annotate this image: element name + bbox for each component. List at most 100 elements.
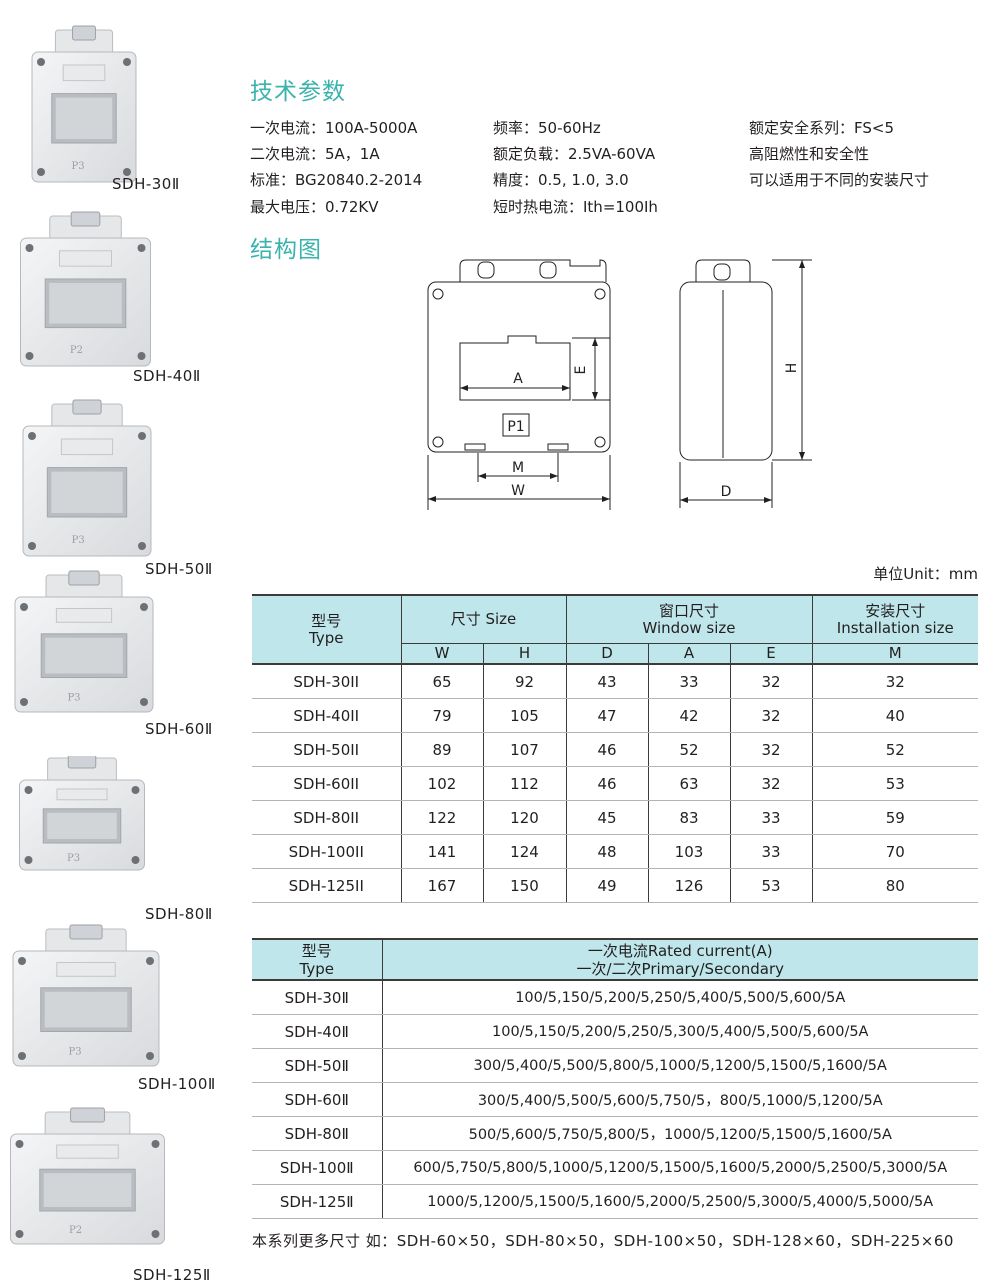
table-cell: 1000/5,1200/5,1500/5,1600/5,2000/5,2500/… [382, 1184, 978, 1219]
table-cell: 83 [648, 800, 731, 835]
table-cell: SDH-30II [252, 664, 402, 699]
table-cell: 32 [730, 698, 813, 733]
product-image: P3 [22, 398, 152, 560]
th-A: A [648, 643, 731, 664]
table-cell: 40 [812, 698, 978, 733]
arrowheads [428, 260, 805, 503]
product-label: SDH-50Ⅱ [145, 560, 213, 578]
table-cell: 65 [401, 664, 484, 699]
table-cell: 167 [401, 868, 484, 903]
table-cell: 43 [566, 664, 649, 699]
table-cell: 105 [483, 698, 567, 733]
th-D: D [566, 643, 649, 664]
table-cell: 150 [483, 868, 567, 903]
spec-standard: 标准：BG20840.2-2014 [250, 171, 423, 189]
table-cell: 42 [648, 698, 731, 733]
spec-max-voltage: 最大电压：0.72KV [250, 198, 379, 216]
product-mark: P3 [72, 535, 85, 546]
table-cell: 46 [566, 732, 649, 767]
table-cell: 32 [730, 732, 813, 767]
product-mark: P2 [69, 1225, 82, 1236]
label-E: E [573, 366, 589, 375]
th-W: W [401, 643, 484, 664]
product-mark: P3 [67, 693, 80, 704]
spec-accuracy: 精度：0.5, 1.0, 3.0 [493, 171, 629, 189]
spec-secondary-current: 二次电流：5A，1A [250, 145, 380, 163]
spec-rated-load: 额定负载：2.5VA-60VA [493, 145, 656, 163]
product-image: P2 [18, 205, 153, 370]
product-label: SDH-30Ⅱ [112, 175, 180, 193]
product-mark: P3 [67, 853, 80, 864]
label-P1: P1 [507, 419, 524, 435]
table-cell: SDH-40II [252, 698, 402, 733]
table-cell: SDH-40Ⅱ [252, 1014, 383, 1049]
spec-thermal-current: 短时热电流：Ith=100Ih [493, 198, 658, 216]
product-image: P3 [12, 922, 160, 1070]
front-view [427, 259, 611, 510]
table-cell: SDH-100II [252, 834, 402, 869]
table-cell: 52 [648, 732, 731, 767]
table-cell: 48 [566, 834, 649, 869]
table-cell: 80 [812, 868, 978, 903]
table-cell: SDH-60Ⅱ [252, 1082, 383, 1117]
table-cell: 126 [648, 868, 731, 903]
product-image: P3 [14, 568, 154, 716]
table-cell: SDH-125II [252, 868, 402, 903]
table-cell: 92 [483, 664, 567, 699]
label-D: D [721, 484, 732, 500]
table-cell: SDH-50Ⅱ [252, 1048, 383, 1083]
spec-mount-sizes: 可以适用于不同的安装尺寸 [749, 171, 930, 189]
table-cell: 79 [401, 698, 484, 733]
spec-safety-factor: 额定安全系列：FS<5 [749, 119, 894, 137]
table-cell: SDH-100Ⅱ [252, 1150, 383, 1185]
label-H: H [784, 363, 800, 374]
table-cell: SDH-80II [252, 800, 402, 835]
table-cell: SDH-80Ⅱ [252, 1116, 383, 1151]
table-cell: 33 [648, 664, 731, 699]
table-cell: 100/5,150/5,200/5,250/5,400/5,500/5,600/… [382, 980, 978, 1015]
product-label: SDH-80Ⅱ [145, 905, 213, 923]
product-label: SDH-125Ⅱ [133, 1266, 211, 1284]
table-cell: 103 [648, 834, 731, 869]
more-sizes-note: 本系列更多尺寸 如：SDH-60×50，SDH-80×50，SDH-100×50… [252, 1232, 954, 1250]
th-M: M [812, 643, 978, 664]
spec-frequency: 频率：50-60Hz [493, 119, 601, 137]
table-cell: 59 [812, 800, 978, 835]
label-A: A [513, 371, 523, 387]
th-E: E [730, 643, 813, 664]
structure-diagram: A E P1 M W D H [427, 259, 812, 510]
table-cell: 89 [401, 732, 484, 767]
table-cell: 32 [730, 664, 813, 699]
structure-heading: 结构图 [250, 237, 322, 263]
table-cell: SDH-60II [252, 766, 402, 801]
th-size: 尺寸 Size [401, 595, 567, 644]
table-cell: SDH-125Ⅱ [252, 1184, 383, 1219]
product-image: P3 [18, 756, 146, 874]
tech-params-heading: 技术参数 [250, 79, 346, 105]
table-cell: 300/5,400/5,500/5,800/5,1000/5,1200/5,15… [382, 1048, 978, 1083]
table-cell: 124 [483, 834, 567, 869]
table-cell: 32 [730, 766, 813, 801]
table-cell: 102 [401, 766, 484, 801]
table-cell: 52 [812, 732, 978, 767]
th-H: H [483, 643, 567, 664]
spec-flame-retardant: 高阻燃性和安全性 [749, 145, 870, 163]
table-cell: 33 [730, 800, 813, 835]
table-cell: 63 [648, 766, 731, 801]
